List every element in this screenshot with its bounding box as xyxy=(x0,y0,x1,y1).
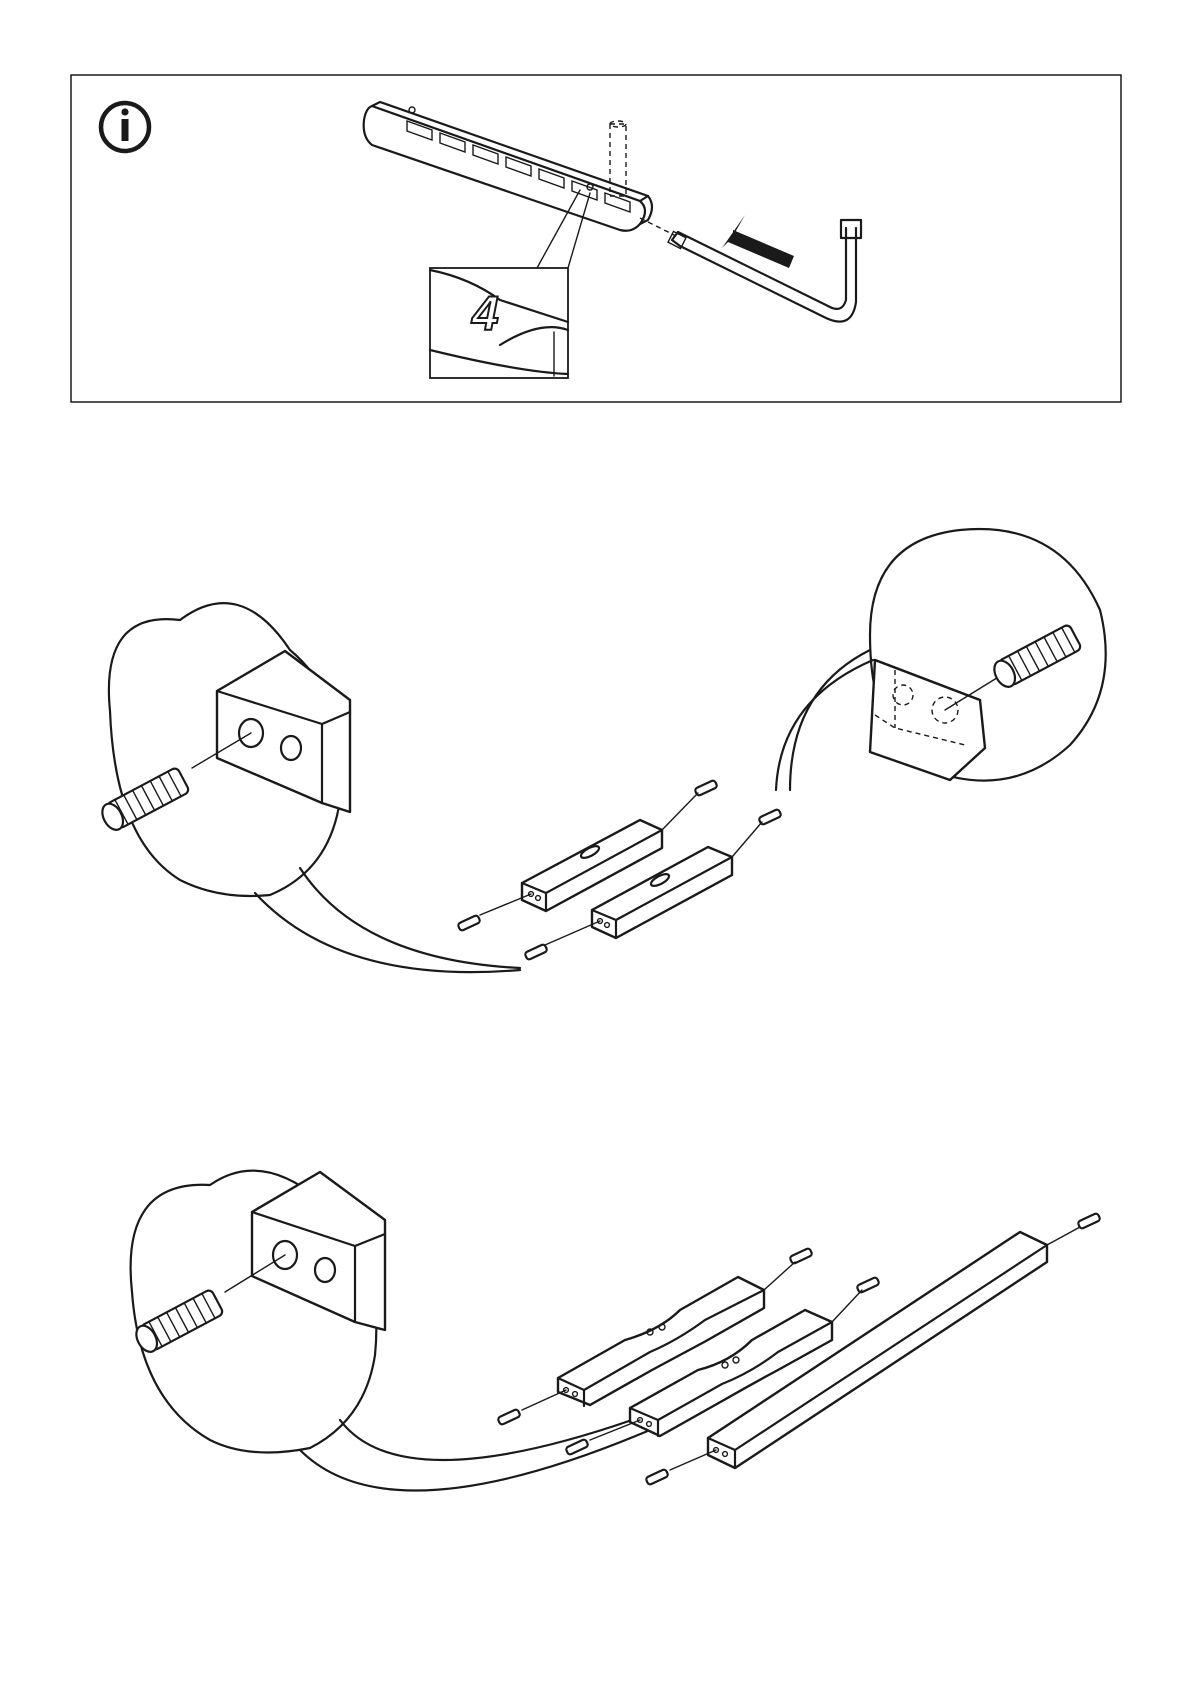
zoom-detail: 4 xyxy=(430,190,590,378)
hex-key-rack xyxy=(364,102,652,231)
dowel-icon xyxy=(1077,1213,1100,1230)
dowel-icon xyxy=(645,1469,668,1486)
step-1-dowel-insertion xyxy=(98,529,1106,972)
info-panel-frame xyxy=(71,75,1121,402)
dowel-icon xyxy=(132,1289,224,1356)
dowel-icon xyxy=(694,780,717,797)
dowel-icon xyxy=(98,767,190,834)
step-1-left-magnifier xyxy=(98,603,520,972)
info-icon xyxy=(101,103,149,151)
step-2-dowel-insertion xyxy=(131,1171,1101,1491)
dowel-icon xyxy=(524,944,547,961)
dowel-icon xyxy=(497,1409,520,1426)
dowel-icon xyxy=(789,1248,812,1265)
dowel-icon xyxy=(990,624,1082,691)
step-2-left-magnifier xyxy=(131,1171,650,1491)
zoom-digit-label: 4 xyxy=(471,288,499,341)
dowel-icon xyxy=(758,809,781,826)
dowel-icon xyxy=(856,1277,879,1294)
dowel-icon xyxy=(457,915,480,932)
step-1-right-magnifier xyxy=(776,529,1106,790)
dowel-icon xyxy=(565,1439,588,1456)
info-panel: 4 xyxy=(71,75,1121,402)
allen-key xyxy=(668,220,861,322)
